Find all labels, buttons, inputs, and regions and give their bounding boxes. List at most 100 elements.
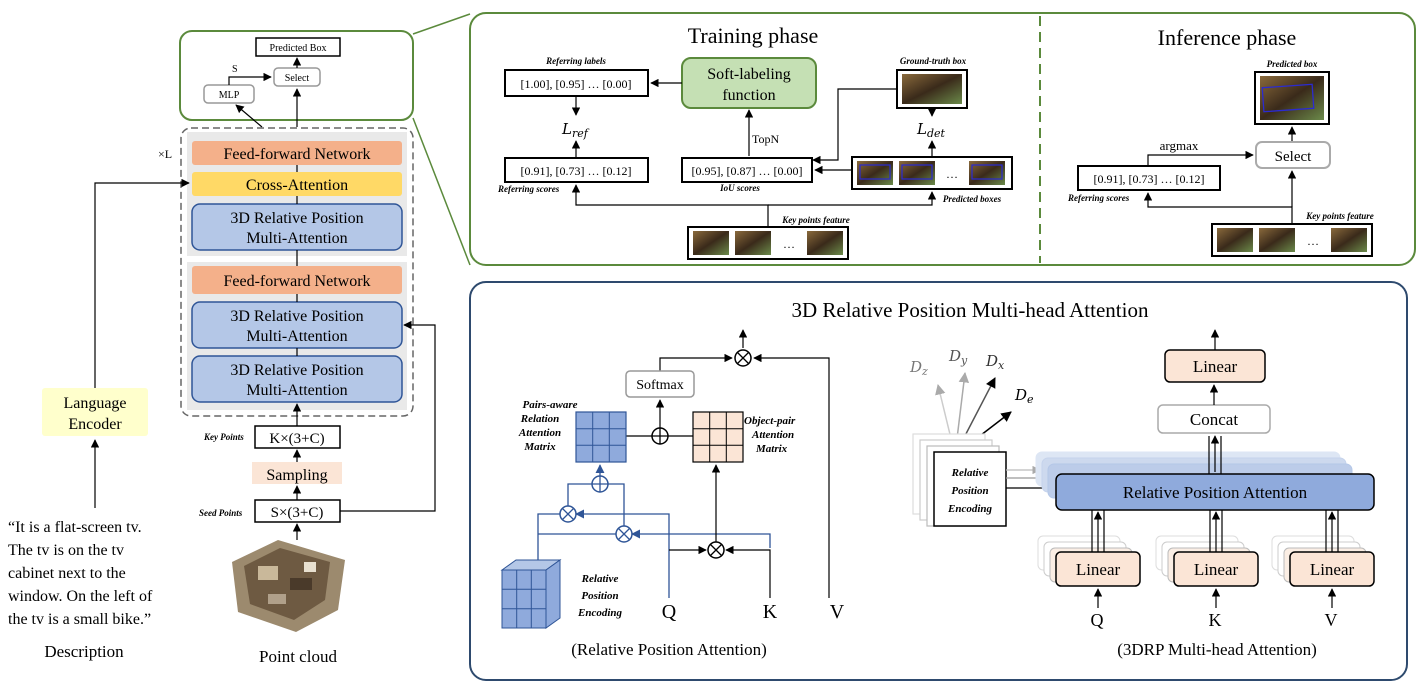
- argmax-label: argmax: [1160, 138, 1199, 153]
- output-linear-label: Linear: [1193, 357, 1238, 376]
- soft-line2: function: [722, 87, 775, 104]
- inf-scores-box: [1077, 165, 1221, 191]
- desc-line-2: cabinet next to the: [8, 565, 126, 582]
- mlp-label: MLP: [219, 90, 240, 101]
- lang-line2: Encoder: [68, 416, 122, 433]
- linear-k-label: Linear: [1194, 560, 1239, 579]
- kp-feature-caption: Key points feature: [781, 215, 850, 225]
- inf-select-label: Select: [1275, 149, 1312, 165]
- desc-line-4: the tv is a small bike.”: [8, 611, 151, 628]
- k-label-mha: K: [1209, 610, 1222, 630]
- ffn-label-1: Feed-forward Network: [223, 146, 370, 163]
- rpe-line-2: Encoding: [577, 607, 623, 619]
- concat-label: Concat: [1190, 410, 1238, 429]
- rpma-3-line1: 3D Relative Position: [230, 362, 363, 379]
- linear-stack-q: [1037, 535, 1141, 587]
- pairs-line-3: Matrix: [523, 441, 556, 453]
- inf-predicted-box-caption: Predicted box: [1267, 59, 1318, 69]
- q-label-rpa: Q: [662, 601, 677, 623]
- desc-line-3: window. On the left of: [8, 588, 153, 605]
- predicted-boxes-caption: Predicted boxes: [943, 194, 1002, 204]
- description-label: Description: [44, 642, 124, 661]
- attention-title: 3D Relative Position Multi-head Attentio…: [792, 298, 1149, 322]
- rpma-2-line1: 3D Relative Position: [230, 308, 363, 325]
- seed-skip-arrow: [340, 320, 436, 512]
- soft-line1: Soft-labeling: [707, 66, 791, 83]
- desc-line-0: “It is a flat-screen tv.: [8, 519, 142, 536]
- linear-v-label: Linear: [1310, 560, 1355, 579]
- rpe-box-line-1: Position: [951, 485, 988, 497]
- iou-scores-box: [681, 157, 813, 183]
- decoder-to-mlp-arrow: [235, 104, 263, 128]
- referring-labels-values: [1.00], [0.95] … [0.00]: [521, 77, 632, 91]
- rpma-1-line2: Multi-Attention: [246, 230, 347, 247]
- rpe-encoding-box: [933, 451, 1007, 527]
- rpa-caption: (Relative Position Attention): [571, 640, 766, 659]
- pairs-line-2: Attention: [518, 427, 561, 439]
- inf-kp-thumb-1: [1217, 228, 1253, 252]
- de-label: De: [1014, 386, 1034, 406]
- cross-attention-label: Cross-Attention: [246, 177, 348, 194]
- referring-scores-box: [504, 157, 649, 183]
- l-det: Ldet: [916, 120, 946, 140]
- kp-thumb-2: [735, 231, 771, 255]
- inf-kp-ellipsis: …: [1307, 234, 1319, 248]
- ffn-block-2: [192, 266, 402, 294]
- rpe-box-line-2: Encoding: [947, 503, 993, 515]
- object-pair-matrix: [692, 411, 744, 463]
- seed-points-label: Seed Points: [199, 508, 243, 518]
- objpair-line-2: Matrix: [755, 443, 788, 455]
- mlp-to-select-arrow: [228, 72, 272, 85]
- inf-predicted-thumb: [1260, 76, 1324, 120]
- k-label-rpa: K: [763, 601, 778, 623]
- cross-attention-block: [192, 172, 402, 196]
- training-title: Training phase: [688, 23, 819, 48]
- objpair-line-0: Object-pair: [744, 415, 796, 427]
- referring-scores-values: [0.91], [0.73] … [0.12]: [521, 164, 632, 178]
- rpe-line-0: Relative: [581, 573, 619, 585]
- pred-ellipsis: …: [946, 167, 958, 181]
- training-inference-panel: Training phase Inference phase Referring…: [469, 12, 1416, 266]
- sampling-block: [252, 462, 342, 484]
- rpa-label: Relative Position Attention: [1123, 483, 1308, 502]
- predicted-box-label: Predicted Box: [270, 43, 327, 54]
- lang-line1: Language: [63, 395, 126, 412]
- referring-labels-caption: Referring labels: [545, 56, 606, 66]
- dy-label: Dy: [948, 347, 968, 367]
- pairs-line-1: Relation: [520, 413, 560, 425]
- attention-panel: 3D Relative Position Multi-head Attentio…: [469, 281, 1408, 681]
- kp-thumb-3: [807, 231, 843, 255]
- inference-title: Inference phase: [1158, 25, 1297, 50]
- kp-ellipsis: …: [783, 237, 795, 251]
- ffn-block-1: [192, 141, 402, 165]
- language-encoder-block: [42, 388, 148, 436]
- lang-to-cross-arrow: [94, 178, 190, 388]
- left-pipeline: Predicted Box Select MLP S ×L Feed-forwa…: [8, 13, 471, 666]
- iou-scores-values: [0.95], [0.87] … [0.00]: [692, 164, 803, 178]
- inf-referring-scores-caption: Referring scores: [1067, 193, 1130, 203]
- linear-q-label: Linear: [1076, 560, 1121, 579]
- softmax-node: [625, 370, 695, 398]
- select-label: Select: [285, 73, 310, 84]
- rpma-2-line2: Multi-Attention: [246, 328, 347, 345]
- rpma-3-line2: Multi-Attention: [246, 382, 347, 399]
- v-label-rpa: V: [830, 601, 845, 623]
- rpma-1-line1: 3D Relative Position: [230, 210, 363, 227]
- q-label-mha: Q: [1091, 610, 1104, 630]
- pairs-aware-matrix: [575, 411, 627, 463]
- point-cloud-image: [232, 540, 345, 632]
- ffn-label-2: Feed-forward Network: [223, 273, 370, 290]
- k-shape-label: K×(3+C): [269, 431, 324, 447]
- iou-scores-caption: IoU scores: [719, 183, 760, 193]
- objpair-line-1: Attention: [751, 429, 794, 441]
- inf-scores-values: [0.91], [0.73] … [0.12]: [1094, 172, 1205, 186]
- s-shape-label: S×(3+C): [271, 505, 324, 521]
- gt-box-thumbnail: [902, 74, 962, 104]
- inf-select-node: [1255, 141, 1331, 169]
- sampling-label: Sampling: [266, 467, 327, 484]
- rpe-box-line-0: Relative: [951, 467, 989, 479]
- rpe-line-1: Position: [581, 590, 618, 602]
- rpa-block: [1055, 473, 1375, 511]
- pairs-line-0: Pairs-aware: [523, 399, 578, 411]
